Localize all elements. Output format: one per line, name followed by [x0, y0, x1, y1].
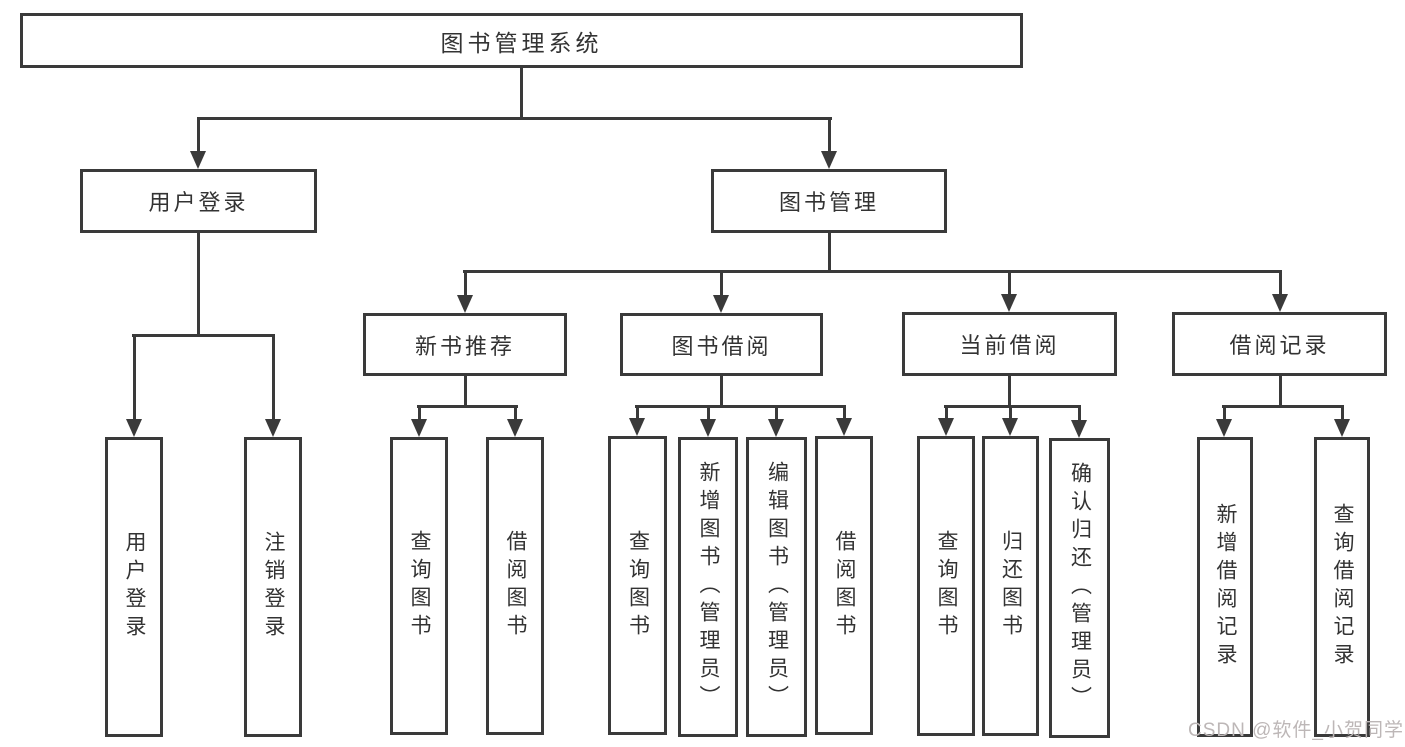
connector-line	[720, 376, 723, 407]
leaf-label: 新增图书（管理员）	[697, 461, 720, 713]
arrow-down-icon	[126, 419, 142, 437]
connector-line	[945, 407, 948, 419]
arrow-down-icon	[1002, 418, 1018, 436]
leaf-borrow-books: 借阅图书	[815, 436, 873, 735]
arrow-down-icon	[411, 419, 427, 437]
leaf-query-books-current: 查询图书	[917, 436, 975, 736]
connector-line	[417, 405, 518, 408]
node-library-system: 图书管理系统	[20, 13, 1023, 68]
arrow-down-icon	[821, 151, 837, 169]
leaf-edit-books-admin: 编辑图书（管理员）	[746, 437, 807, 737]
leaf-confirm-return-admin: 确认归还（管理员）	[1049, 438, 1110, 738]
leaf-label: 新增借阅记录	[1214, 503, 1237, 671]
leaf-add-borrow-record: 新增借阅记录	[1197, 437, 1253, 737]
arrow-down-icon	[1001, 294, 1017, 312]
arrow-down-icon	[700, 419, 716, 437]
arrow-down-icon	[507, 419, 523, 437]
arrow-down-icon	[629, 418, 645, 436]
node-borrowing-records: 借阅记录	[1172, 312, 1387, 376]
leaf-return-books: 归还图书	[982, 436, 1039, 736]
leaf-label: 归还图书	[999, 530, 1023, 642]
leaf-label: 查询图书	[935, 530, 958, 642]
connector-line	[1279, 376, 1282, 407]
connector-line	[1279, 272, 1282, 295]
leaf-label: 查询借阅记录	[1331, 503, 1354, 671]
connector-line	[514, 407, 517, 420]
leaf-add-books-admin: 新增图书（管理员）	[678, 437, 738, 737]
arrow-down-icon	[1272, 294, 1288, 312]
leaf-label: 借阅图书	[833, 529, 856, 642]
connector-line	[272, 336, 275, 420]
leaf-user-login: 用户登录	[105, 437, 163, 737]
leaf-query-books-recommend: 查询图书	[390, 437, 448, 735]
connector-line	[828, 233, 831, 272]
arrow-down-icon	[190, 151, 206, 169]
connector-line	[1008, 272, 1011, 295]
arrow-down-icon	[1334, 419, 1350, 437]
connector-line	[635, 405, 846, 408]
node-book-borrowing: 图书借阅	[620, 313, 823, 376]
leaf-label: 确认归还（管理员）	[1068, 462, 1092, 714]
connector-line	[720, 272, 723, 296]
connector-line	[463, 270, 1282, 273]
connector-line	[132, 334, 275, 337]
node-current-borrowing: 当前借阅	[902, 312, 1117, 376]
node-user-login: 用户登录	[80, 169, 317, 233]
connector-line	[197, 233, 200, 336]
leaf-query-borrow-record: 查询借阅记录	[1314, 437, 1370, 737]
connector-line	[1223, 407, 1226, 420]
connector-line	[1222, 405, 1344, 408]
arrow-down-icon	[938, 418, 954, 436]
connector-line	[418, 407, 421, 420]
leaf-logout: 注销登录	[244, 437, 302, 737]
connector-line	[828, 119, 831, 153]
connector-line	[843, 407, 846, 419]
connector-line	[707, 407, 710, 420]
leaf-label: 借阅图书	[504, 530, 527, 642]
leaf-borrow-books-recommend: 借阅图书	[486, 437, 544, 735]
leaf-label: 注销登录	[262, 531, 285, 643]
node-new-book-recommend: 新书推荐	[363, 313, 567, 376]
connector-line	[197, 119, 200, 153]
leaf-label: 用户登录	[123, 531, 146, 643]
connector-line	[1009, 407, 1012, 419]
connector-line	[636, 407, 639, 419]
connector-line	[520, 68, 523, 119]
leaf-label: 查询图书	[408, 530, 431, 642]
arrow-down-icon	[1216, 419, 1232, 437]
connector-line	[464, 272, 467, 296]
arrow-down-icon	[265, 419, 281, 437]
leaf-query-books-borrowing: 查询图书	[608, 436, 667, 735]
connector-line	[133, 336, 136, 420]
arrow-down-icon	[457, 295, 473, 313]
connector-line	[775, 407, 778, 420]
connector-line	[464, 376, 467, 407]
arrow-down-icon	[1071, 420, 1087, 438]
connector-line	[1341, 407, 1344, 420]
node-book-management: 图书管理	[711, 169, 947, 233]
arrow-down-icon	[768, 419, 784, 437]
leaf-label: 编辑图书（管理员）	[765, 461, 789, 713]
connector-line	[944, 405, 1081, 408]
connector-line	[197, 117, 832, 120]
connector-line	[1008, 376, 1011, 407]
leaf-label: 查询图书	[626, 529, 650, 642]
arrow-down-icon	[713, 295, 729, 313]
arrow-down-icon	[836, 418, 852, 436]
connector-line	[1078, 407, 1081, 421]
watermark-text: CSDN @软件_小贺同学	[1188, 720, 1404, 741]
